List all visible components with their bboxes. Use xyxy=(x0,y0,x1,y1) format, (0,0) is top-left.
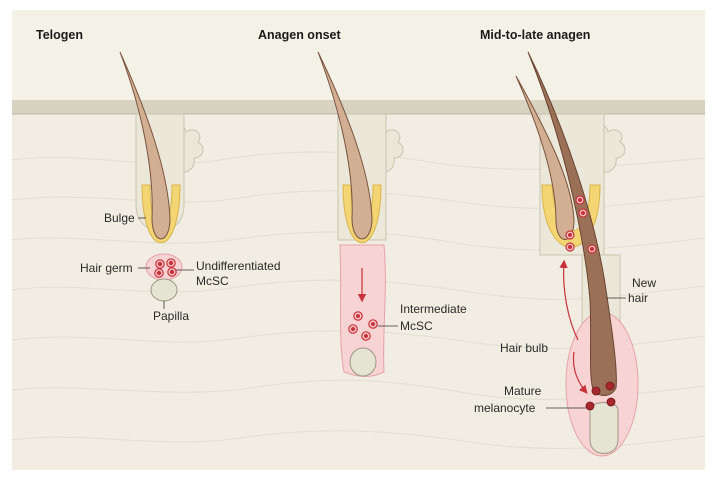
bulge-mcsc-cells-3 xyxy=(565,195,597,254)
label-intermediate-1: Intermediate xyxy=(400,302,467,316)
migration-arrow-down-3 xyxy=(572,351,588,394)
undifferentiated-mcsc-cells xyxy=(154,258,177,278)
growing-follicle-2 xyxy=(339,244,386,377)
migration-arrow-up-3 xyxy=(559,259,579,341)
label-hair-germ: Hair germ xyxy=(80,261,133,275)
label-undifferentiated-1: Undifferentiated xyxy=(196,259,281,273)
mature-melanocytes xyxy=(585,381,616,411)
label-papilla: Papilla xyxy=(153,309,189,323)
stage-title-anagen-onset: Anagen onset xyxy=(258,28,341,42)
hair-shaft-anagen-onset xyxy=(317,51,373,240)
papilla-telogen xyxy=(150,278,178,302)
label-mature-1: Mature xyxy=(504,384,542,398)
intermediate-mcsc-cells xyxy=(348,311,378,341)
papilla-mid-late-anagen xyxy=(589,402,619,454)
hair-shaft-new xyxy=(527,51,617,396)
label-bulge: Bulge xyxy=(104,211,135,225)
label-new-hair-2: hair xyxy=(628,291,648,305)
skin-surface xyxy=(12,100,705,114)
stage-title-mid-late-anagen: Mid-to-late anagen xyxy=(480,28,590,42)
label-intermediate-2: McSC xyxy=(400,319,433,333)
papilla-anagen-onset xyxy=(349,347,377,377)
hair-shaft-old xyxy=(515,75,575,240)
hair-shaft-telogen xyxy=(119,51,171,240)
label-hair-bulb: Hair bulb xyxy=(500,341,548,355)
stage-title-telogen: Telogen xyxy=(36,28,83,42)
label-new-hair-1: New xyxy=(632,276,656,290)
label-undifferentiated-2: McSC xyxy=(196,274,229,288)
label-mature-2: melanocyte xyxy=(474,401,536,415)
hair-germ xyxy=(145,253,183,281)
